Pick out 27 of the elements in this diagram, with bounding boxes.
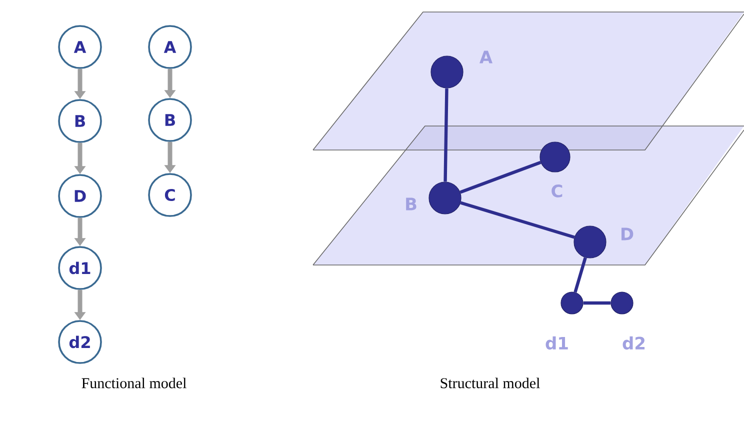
- ball: [540, 142, 570, 172]
- ball: [428, 182, 462, 214]
- connector-line: [460, 160, 542, 194]
- ball-label: D: [622, 228, 634, 240]
- caption: Structural model: [440, 378, 540, 388]
- ball: [574, 226, 606, 258]
- connector-line: [583, 301, 611, 305]
- ball: [610, 292, 634, 314]
- connector-line: [444, 88, 448, 182]
- ball-label: B: [406, 198, 416, 210]
- ball-label: A: [480, 50, 492, 64]
- ball-label: d2: [622, 336, 645, 350]
- ball-label: d1: [546, 336, 568, 350]
- connector-line: [460, 201, 575, 239]
- circle-node: d2: [58, 320, 102, 364]
- ball: [430, 56, 464, 88]
- caption: Functional model: [82, 378, 186, 388]
- connector-line: [574, 257, 587, 293]
- circle-node: C: [148, 173, 192, 217]
- circle-node: A: [58, 25, 102, 69]
- ball-label: C: [552, 184, 562, 198]
- circle-node: B: [148, 98, 192, 142]
- circle-node: B: [58, 99, 102, 143]
- circle-node: d1: [58, 246, 102, 290]
- circle-node: D: [58, 174, 102, 218]
- circle-node: A: [148, 25, 192, 69]
- ball: [560, 292, 584, 314]
